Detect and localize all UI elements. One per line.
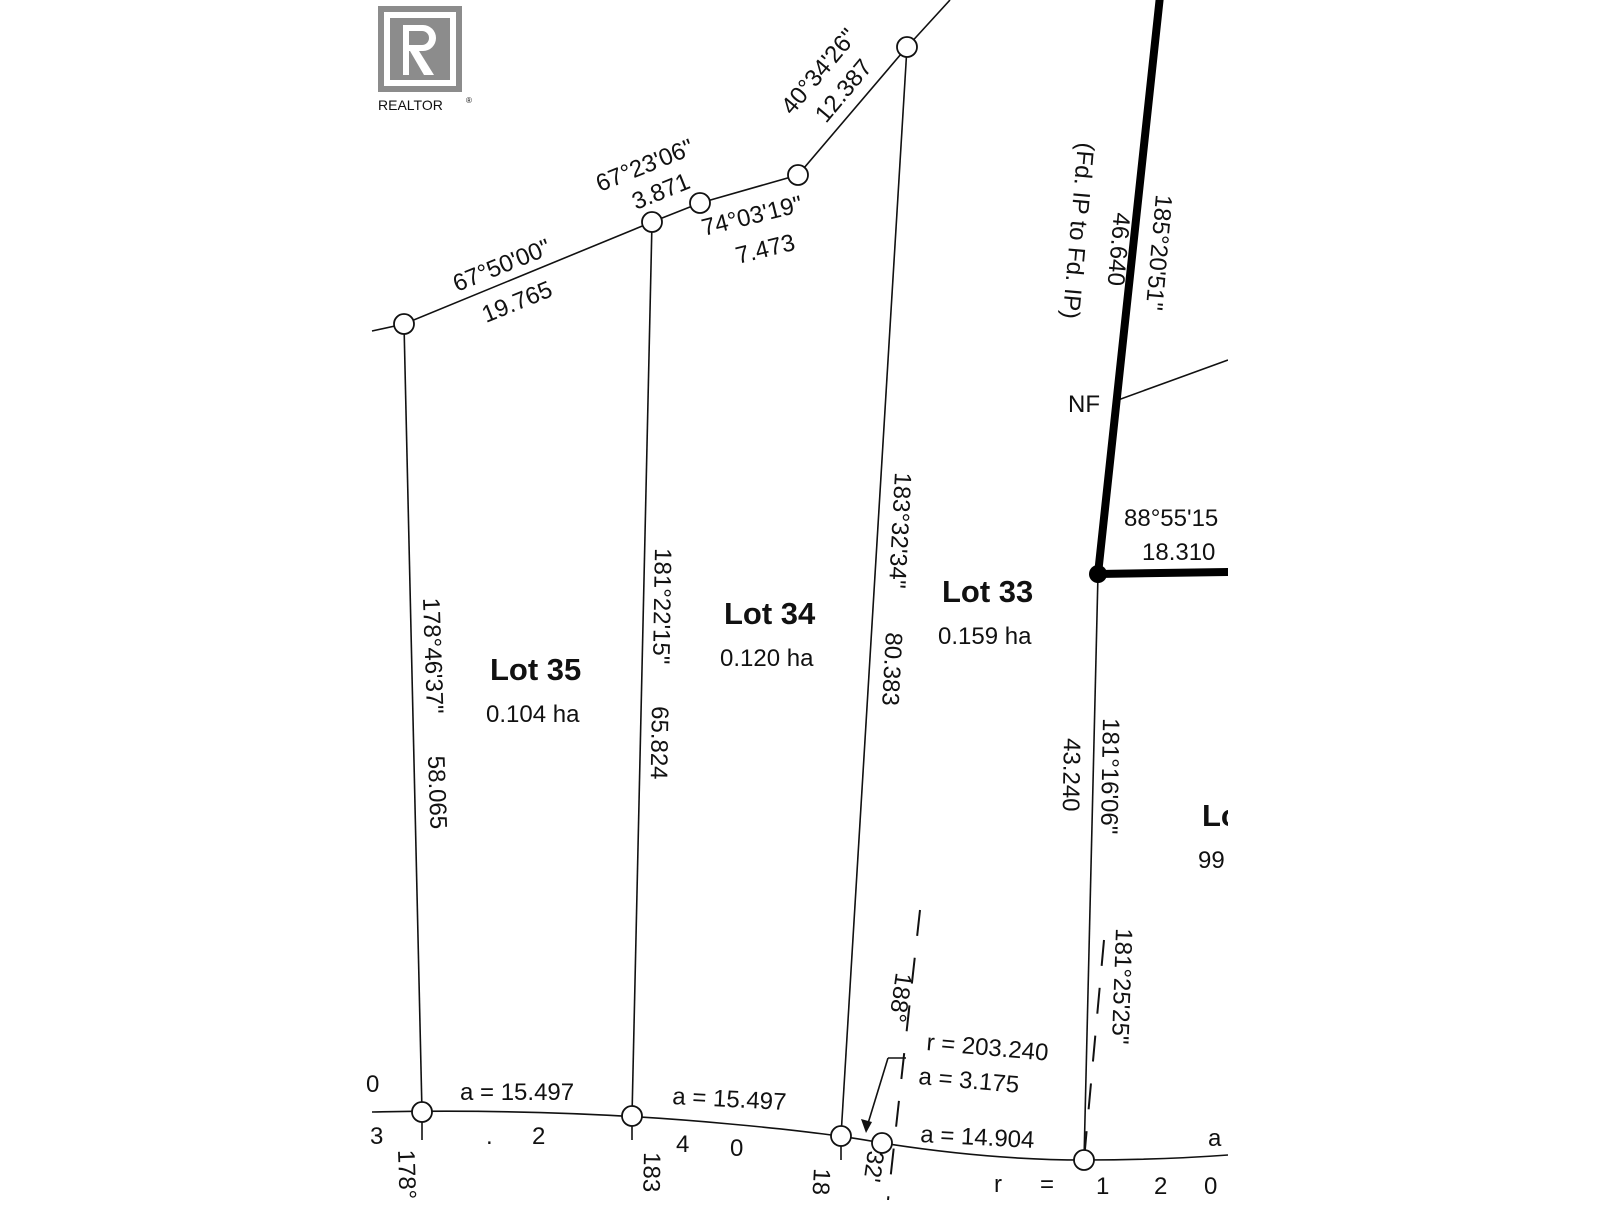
bearing-fragment: 178° xyxy=(392,1149,421,1200)
curve-fragment: a xyxy=(1208,1125,1222,1152)
curve-fragment: 4 xyxy=(676,1131,689,1158)
road-dashed-line-west xyxy=(887,909,921,1201)
road-curve-line xyxy=(371,1110,1229,1161)
survey-pin-icon xyxy=(641,211,663,233)
arc-pointer-arrow xyxy=(865,1057,889,1131)
bearing-label: 181°25'25" xyxy=(1106,928,1137,1045)
curve-fragment: 0 xyxy=(366,1071,379,1098)
note-label: (Fd. IP to Fd. IP) xyxy=(1057,141,1099,320)
nf-label: NF xyxy=(1068,391,1100,418)
lot-area: 0.120 ha xyxy=(720,645,814,672)
bearing-label: 178°46'37" xyxy=(417,597,448,714)
distance-label: 46.640 xyxy=(1102,211,1135,286)
lot-33-east-line xyxy=(1083,573,1099,1161)
curve-fragment: 1 xyxy=(1096,1173,1109,1200)
thick-east-line xyxy=(1094,568,1232,578)
survey-pin-icon xyxy=(393,313,415,335)
survey-pin-icon xyxy=(896,36,918,58)
curve-fragment: 2 xyxy=(1154,1173,1167,1200)
lot-name: Lot 34 xyxy=(724,596,816,631)
bearing-label: 188° xyxy=(883,971,917,1024)
small-arc-label: a = 3.175 xyxy=(917,1063,1020,1099)
curve-fragment: . xyxy=(486,1123,493,1150)
curve-fragment: 0 xyxy=(730,1135,743,1162)
bearing-label: 181°16'06" xyxy=(1095,718,1124,835)
distance-label: 80.383 xyxy=(876,632,907,707)
survey-pin-icon xyxy=(411,1101,433,1123)
survey-pin-icon xyxy=(621,1105,643,1127)
radius-label: r = 203.240 xyxy=(925,1029,1049,1067)
curve-fragment: 2 xyxy=(532,1123,545,1150)
lot-name: Lot 33 xyxy=(942,574,1033,609)
curve-fragment: r xyxy=(994,1171,1002,1198)
lot-area: 0.104 ha xyxy=(486,701,580,728)
lot-35-34-line xyxy=(631,221,653,1117)
realtor-logo: REALTOR ® xyxy=(378,6,472,113)
bearing-label: 185°20'51" xyxy=(1140,193,1177,311)
lot-area: 99 xyxy=(1198,847,1225,874)
bearing-fragment: 18 xyxy=(807,1168,835,1196)
lot-name: Lot 35 xyxy=(490,652,581,687)
bearing-fragment: 183 xyxy=(637,1152,665,1193)
bearing-label: 183°32'34" xyxy=(883,472,916,589)
curve-fragment: 3 xyxy=(370,1123,383,1150)
distance-label: 18.310 xyxy=(1142,539,1215,566)
logo-registered-mark: ® xyxy=(466,96,472,105)
curve-fragment: = xyxy=(1040,1171,1054,1198)
survey-pin-icon xyxy=(830,1125,852,1147)
bearing-fragment: 32' xyxy=(858,1149,889,1184)
distance-label: 43.240 xyxy=(1057,738,1085,812)
bearing-label: 181°22'15" xyxy=(647,548,676,665)
nf-tie-line xyxy=(1117,359,1229,401)
distance-label: 65.824 xyxy=(645,706,673,780)
lot-35-west-line xyxy=(403,323,423,1113)
bearing-label: 88°55'15 xyxy=(1124,505,1218,532)
thick-boundary-line xyxy=(1094,0,1164,578)
distance-label: 58.065 xyxy=(422,755,452,829)
arrow-head-icon xyxy=(861,1119,872,1133)
arc-label: a = 15.497 xyxy=(460,1079,574,1106)
curve-fragment: 0 xyxy=(1204,1173,1217,1200)
logo-text: REALTOR xyxy=(378,97,443,113)
survey-pin-icon xyxy=(871,1132,893,1154)
right-crop-mask xyxy=(1228,0,1600,1200)
lot-area: 0.159 ha xyxy=(938,623,1032,650)
survey-pin-icon xyxy=(1073,1149,1095,1171)
distance-label: 7.473 xyxy=(733,229,798,270)
survey-pin-icon xyxy=(689,192,711,214)
arc-label: a = 14.904 xyxy=(920,1121,1035,1154)
found-iron-pin-icon xyxy=(1089,565,1107,583)
arc-label: a = 15.497 xyxy=(672,1083,787,1116)
lot-34-33-line xyxy=(840,46,908,1137)
road-dashed-line-east xyxy=(1083,939,1105,1161)
survey-pin-icon xyxy=(787,164,809,186)
